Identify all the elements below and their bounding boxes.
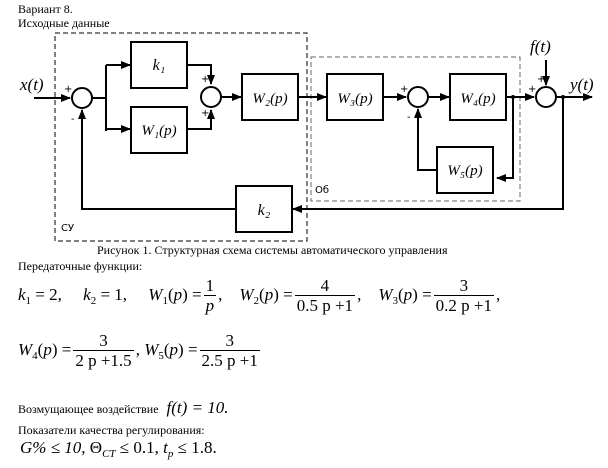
formula-k2: k2 = 1, xyxy=(83,285,128,308)
signal-x: x(t) xyxy=(19,75,44,94)
block-k2 xyxy=(235,185,293,233)
sign-plus: + xyxy=(400,84,408,95)
signal-y: y(t) xyxy=(568,75,594,94)
disturbance-expr: f(t) = 10. xyxy=(166,398,229,417)
summer-4 xyxy=(535,86,557,108)
sign-minus: - xyxy=(71,114,75,125)
settling-time-criterion: tp ≤ 1.8. xyxy=(163,438,217,460)
block-w4 xyxy=(449,73,507,121)
sign-plus: + xyxy=(528,84,536,95)
section-title: Исходные данные xyxy=(18,16,110,30)
label-w5: W₅(p) xyxy=(447,163,482,179)
block-k1 xyxy=(130,41,188,89)
controller-label: СУ xyxy=(61,223,74,234)
disturbance-label: Возмущающее воздействие xyxy=(18,402,159,416)
sign-plus: + xyxy=(201,108,209,119)
summer-2 xyxy=(200,86,222,108)
label-w2: W₂(p) xyxy=(252,91,287,107)
summer-1 xyxy=(71,87,93,109)
summer-3 xyxy=(407,86,429,108)
plant-label: Об xyxy=(315,185,329,196)
formula-k1: k1 = 2, xyxy=(18,285,62,308)
sign-plus: + xyxy=(201,74,209,85)
signal-f: f(t) xyxy=(530,37,551,56)
figure-caption: Рисунок 1. Структурная схема системы авт… xyxy=(97,243,448,257)
variant-title: Вариант 8. xyxy=(18,2,73,16)
disturbance-line: Возмущающее воздействие f(t) = 10. xyxy=(18,398,229,418)
sign-plus: + xyxy=(537,74,545,85)
label-w4: W₄(p) xyxy=(460,91,495,107)
block-diagram: k₁ W₁(p) W₂(p) W₃(p) W₄(p) W₅(p) k₂ x(t)… xyxy=(19,32,594,242)
quality-criteria: G% ≤ 10, ΘCT ≤ 0.1, tp ≤ 1.8. xyxy=(20,438,217,460)
label-k1: k₁ xyxy=(153,57,166,74)
overshoot-criterion: G% ≤ 10 xyxy=(20,438,82,457)
controller-boundary xyxy=(54,32,308,242)
label-w3: W₃(p) xyxy=(337,91,372,107)
sign-minus: - xyxy=(407,112,411,123)
block-w3 xyxy=(326,73,384,121)
transfer-functions-heading: Передаточные функции: xyxy=(18,259,143,273)
label-w1: W₁(p) xyxy=(141,123,176,139)
quality-heading: Показатели качества регулирования: xyxy=(18,423,205,437)
label-k2: k₂ xyxy=(258,202,271,219)
plant-boundary xyxy=(310,56,521,202)
static-error-criterion: ΘCT ≤ 0.1 xyxy=(89,438,155,460)
sign-plus: + xyxy=(64,84,72,95)
